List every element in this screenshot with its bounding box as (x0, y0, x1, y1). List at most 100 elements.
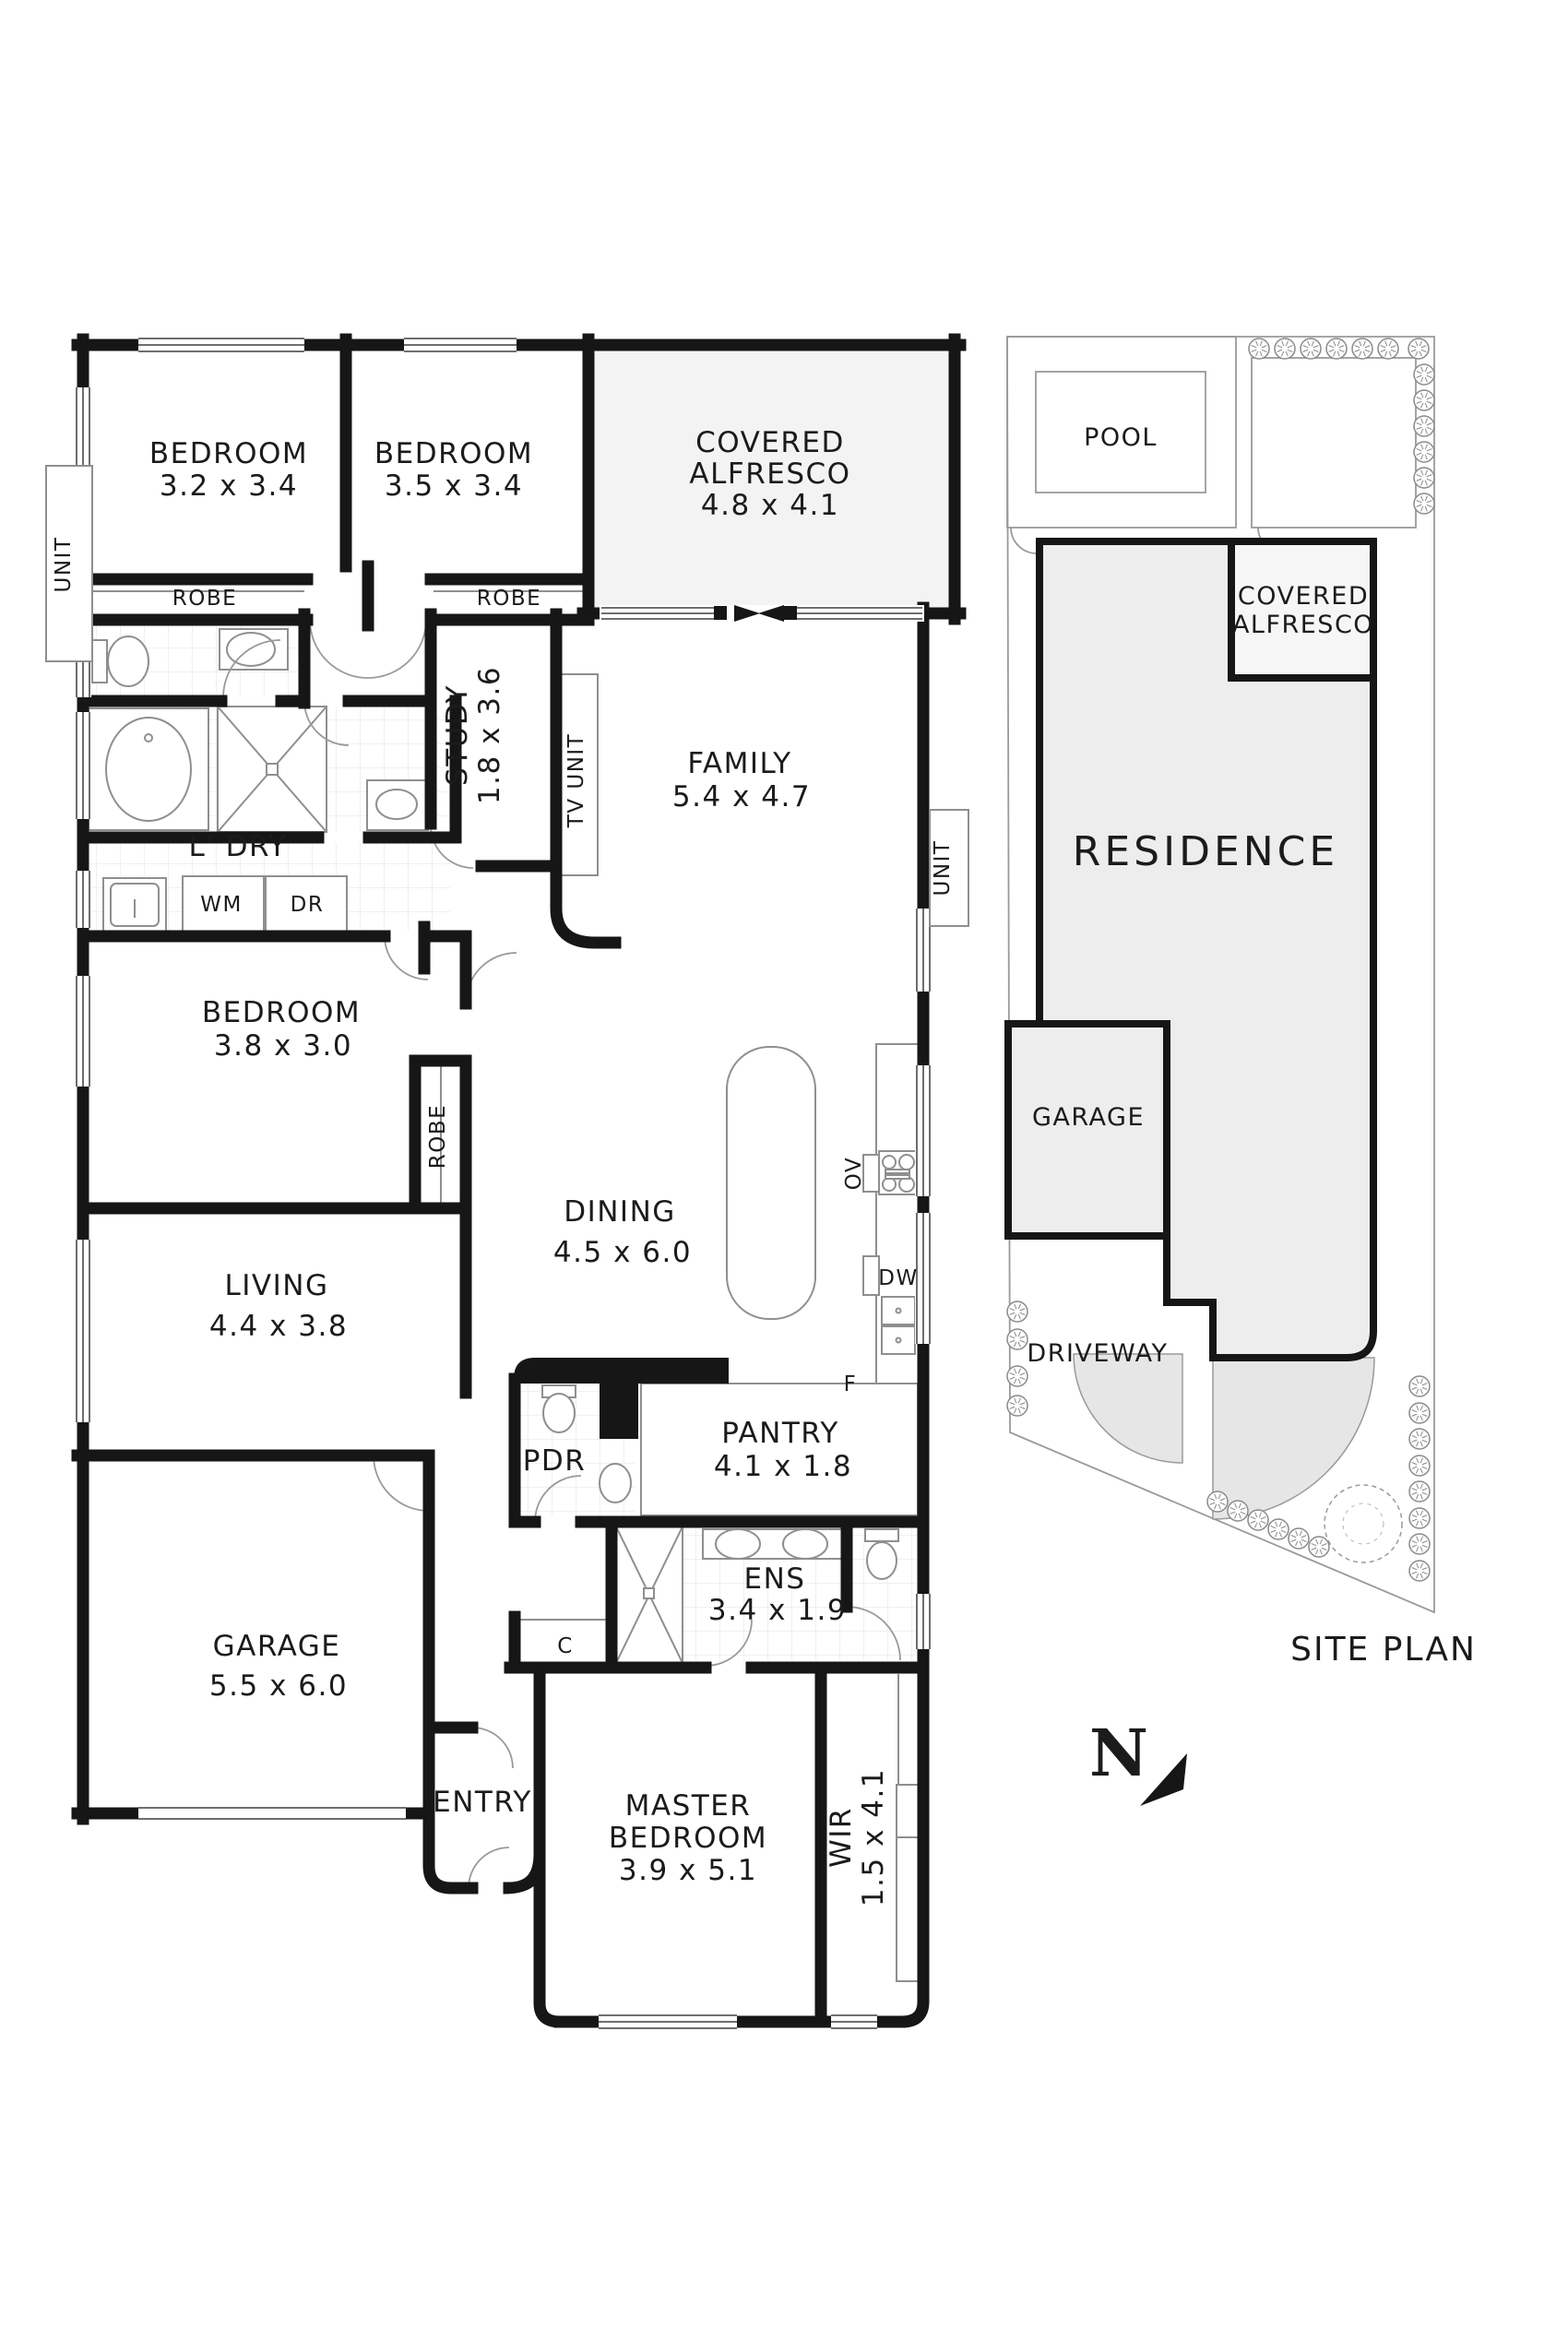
tree-icon (1413, 363, 1435, 386)
large-tree-icon (1324, 1484, 1403, 1563)
label-ov: OV (842, 1157, 866, 1190)
tree-icon (1247, 1509, 1269, 1531)
tree-icon (1308, 1536, 1330, 1558)
label-bedroom1-dim: 3.2 x 3.4 (160, 469, 298, 503)
unit-box-right (929, 809, 969, 927)
kitchen-island (726, 1046, 816, 1320)
site-garage-block (1004, 1020, 1170, 1240)
toilet-icon (91, 636, 149, 687)
label-living-name: LIVING (225, 1269, 329, 1302)
tree-icon (1288, 1527, 1310, 1550)
shower-icon (217, 706, 327, 833)
label-unit-left: UNIT (52, 537, 76, 593)
ens-basin-1 (715, 1528, 761, 1560)
paving (1251, 357, 1417, 529)
label-living-dim: 4.4 x 3.8 (209, 1310, 348, 1343)
tree-icon (1300, 338, 1322, 360)
label-family-name: FAMILY (687, 747, 791, 780)
tree-icon (1227, 1500, 1249, 1522)
pdr-toilet-icon (541, 1384, 576, 1433)
pdr-basin-icon (599, 1463, 632, 1503)
label-residence: RESIDENCE (1073, 828, 1338, 875)
site-trees (1006, 338, 1435, 1582)
tree-icon (1325, 338, 1348, 360)
label-alfresco-name1: COVERED (695, 426, 845, 459)
label-pantry-dim: 4.1 x 1.8 (714, 1450, 852, 1483)
tree-icon (1006, 1395, 1028, 1417)
tree-icon (1408, 1428, 1431, 1450)
tree-icon (1408, 1402, 1431, 1424)
label-study-dim: 1.8 x 3.6 (473, 666, 506, 804)
sink-icon (881, 1296, 919, 1355)
wall-block (514, 1358, 729, 1439)
label-ens-name: ENS (744, 1562, 806, 1596)
tree-icon (1408, 1455, 1431, 1477)
label-f: F (844, 1372, 858, 1396)
label-pool: POOL (1084, 423, 1158, 452)
unit-box-left (45, 465, 93, 662)
label-robe1: ROBE (172, 587, 237, 611)
dishwasher-bracket (862, 1255, 880, 1296)
tree-icon (1248, 338, 1270, 360)
label-bedroom3-dim: 3.8 x 3.0 (214, 1029, 352, 1063)
label-family-dim: 5.4 x 4.7 (672, 780, 811, 814)
alfresco-floor (588, 345, 955, 613)
tree-icon (1267, 1518, 1289, 1540)
label-ens-dim: 3.4 x 1.9 (708, 1594, 847, 1627)
label-alfresco-name2: ALFRESCO (689, 457, 850, 491)
label-wir-name: WIR (825, 1807, 858, 1868)
garage-door (138, 1805, 406, 1822)
label-site-garage: GARAGE (1032, 1103, 1145, 1132)
pool (1035, 371, 1206, 493)
label-ldry: L' DRY (188, 830, 287, 863)
cooktop-icon (878, 1150, 917, 1195)
label-site-alfresco1: COVERED (1238, 582, 1369, 611)
label-garage-name: GARAGE (213, 1630, 341, 1663)
label-site-plan-title: SITE PLAN (1290, 1631, 1477, 1669)
washing-machine-space (182, 875, 265, 932)
tree-icon (1006, 1328, 1028, 1350)
label-entry: ENTRY (433, 1786, 532, 1819)
tree-icon (1408, 1375, 1431, 1397)
label-bedroom3-name: BEDROOM (202, 996, 361, 1029)
tree-icon (1274, 338, 1296, 360)
label-study-name: STUDY (441, 684, 474, 786)
label-dining-dim: 4.5 x 6.0 (553, 1236, 692, 1269)
tree-icon (1206, 1491, 1229, 1513)
label-garage-dim: 5.5 x 6.0 (209, 1669, 348, 1703)
label-driveway: DRIVEWAY (1027, 1339, 1168, 1368)
dryer-space (265, 875, 348, 932)
tree-icon (1413, 389, 1435, 411)
pantry-shelf (640, 1383, 919, 1516)
label-dw: DW (878, 1266, 918, 1290)
tree-icon (1413, 415, 1435, 437)
label-bedroom1-name: BEDROOM (149, 437, 308, 470)
tree-icon (1408, 1507, 1431, 1529)
bath-icon (105, 717, 192, 822)
label-wir-dim: 1.5 x 4.1 (857, 1768, 890, 1907)
ens-toilet-icon (864, 1528, 899, 1580)
ens-shower-icon (615, 1526, 683, 1664)
label-pantry-name: PANTRY (721, 1417, 839, 1450)
tree-icon (1408, 1533, 1431, 1555)
tree-icon (1351, 338, 1373, 360)
site-alfresco-block (1228, 538, 1377, 682)
label-alfresco-dim: 4.8 x 4.1 (701, 489, 839, 522)
label-site-alfresco2: ALFRESCO (1232, 611, 1374, 639)
label-robe3: ROBE (426, 1104, 450, 1169)
label-north-letter: N (1089, 1715, 1148, 1791)
tree-icon (1408, 1480, 1431, 1503)
label-bedroom2-name: BEDROOM (374, 437, 533, 470)
sliding-door (600, 605, 924, 622)
label-robe2: ROBE (477, 587, 541, 611)
tree-icon (1006, 1301, 1028, 1323)
label-tv-unit: TV UNIT (564, 733, 588, 828)
tree-icon (1408, 338, 1430, 360)
label-master-name2: BEDROOM (609, 1822, 767, 1855)
label-bedroom2-dim: 3.5 x 3.4 (385, 469, 523, 503)
north-arrow-icon (1140, 1753, 1187, 1806)
pool-area (1006, 336, 1237, 529)
